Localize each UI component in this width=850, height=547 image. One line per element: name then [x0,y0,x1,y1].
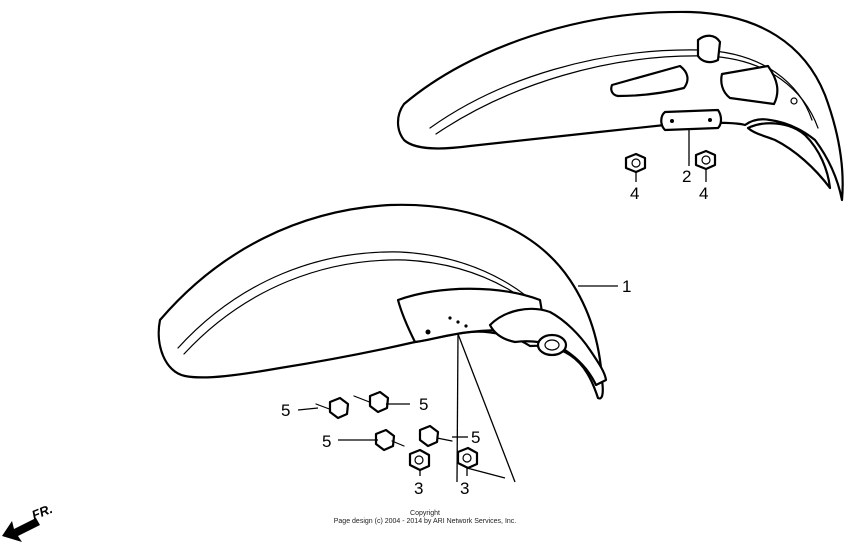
front-direction-indicator: FR. [2,501,55,542]
bolt-4-left [624,152,647,174]
callout-3-left: 3 [414,479,423,498]
fender-rear-view [396,10,844,202]
leader-lines [297,285,618,483]
bolt-5-d [418,424,453,448]
copyright-title: Copyright [410,510,440,517]
front-arrow-icon [2,518,40,542]
callout-5-middle-right: 5 [471,428,480,447]
fender-front-part-1 [157,203,608,400]
copyright-notice: Page design (c) 2004 - 2014 by ARI Netwo… [333,518,517,525]
nut-3-left [408,448,431,472]
callout-4-right: 4 [699,184,708,203]
callout-3-right: 3 [460,479,469,498]
nut-3-right [456,446,479,470]
callout-4-left: 4 [630,184,639,203]
callout-2: 2 [682,167,691,186]
callout-1: 1 [622,277,631,296]
bolt-5-b [353,390,390,414]
callout-5-top-left: 5 [281,401,290,420]
callout-5-top-right: 5 [419,395,428,414]
front-direction-label: FR. [30,501,55,523]
bolt-4-right [694,149,717,171]
bolt-5-a [315,396,350,420]
callout-5-middle-left: 5 [322,432,331,451]
bolt-5-c [374,428,405,452]
